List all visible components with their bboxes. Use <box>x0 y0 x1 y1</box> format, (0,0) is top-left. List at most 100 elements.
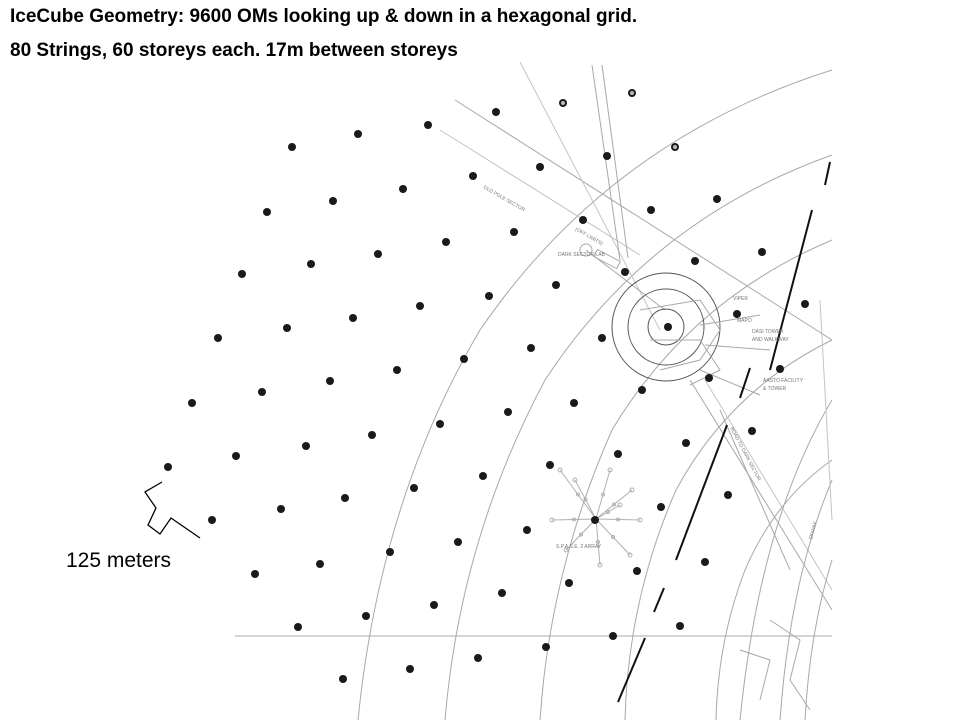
spase-node <box>616 517 620 522</box>
om-string-dot <box>474 654 482 662</box>
om-string-dot <box>647 206 655 214</box>
om-string-dot <box>386 548 394 556</box>
spase-node <box>627 552 633 558</box>
map-arc-2 <box>444 154 833 720</box>
spase-node <box>572 517 576 522</box>
spase-node <box>637 517 643 523</box>
om-string-dot <box>316 560 324 568</box>
om-string-dot <box>208 516 216 524</box>
spase-node <box>563 547 569 553</box>
om-string-dot <box>733 310 741 318</box>
label-viper: VIPER <box>733 296 748 302</box>
station-circle-mid <box>627 288 705 366</box>
om-string-dot <box>410 484 418 492</box>
om-string-dot <box>705 374 713 382</box>
label-spase-array: S.P.A.S.E. 2 ARRAY <box>556 544 602 550</box>
map-lower-right-2 <box>739 649 771 701</box>
om-string-dot <box>492 108 500 116</box>
label-mapo: MAPO <box>737 318 752 324</box>
om-string-dot <box>682 439 690 447</box>
om-string-dot <box>436 420 444 428</box>
spase-node <box>597 562 603 568</box>
om-string-dot <box>552 281 560 289</box>
om-string-dot <box>277 505 285 513</box>
om-string-dot <box>701 558 709 566</box>
om-string-dot <box>232 452 240 460</box>
om-string-dot <box>326 377 334 385</box>
map-arc-4 <box>624 339 833 720</box>
spase-node <box>579 532 583 537</box>
bold-line-1 <box>824 161 831 186</box>
om-string-dot <box>565 579 573 587</box>
om-string-dot <box>609 632 617 640</box>
om-string-dot <box>485 292 493 300</box>
map-road-1 <box>591 64 621 261</box>
spase-node <box>617 502 623 508</box>
om-string-dot <box>498 589 506 597</box>
om-string-dot <box>454 538 462 546</box>
label-road-to-dark-sector: ROAD TO DARK SECTOR <box>728 426 762 482</box>
spase-node <box>612 502 616 507</box>
scale-brace <box>144 481 201 539</box>
om-string-dot <box>251 570 259 578</box>
spase-spoke <box>595 518 631 556</box>
map-sector-line-2 <box>439 129 641 256</box>
map-road-2 <box>601 64 629 259</box>
label-aasto: AASTO FACILITY <box>763 378 804 384</box>
om-string-dot <box>536 163 544 171</box>
om-string-dot <box>294 623 302 631</box>
map-road-4 <box>704 379 833 591</box>
map-text-labels: OLD POLE SECTOR (OFF LIMITS) DARK SECTOR… <box>482 185 819 550</box>
map-skiway-2 <box>779 479 833 720</box>
bold-line-4 <box>675 424 728 561</box>
south-pole-site-map <box>235 61 833 720</box>
spase-node <box>629 487 635 493</box>
om-string-dot <box>362 612 370 620</box>
map-building-1 <box>639 299 721 371</box>
om-string-dot <box>748 427 756 435</box>
map-walkway-2 <box>704 344 771 351</box>
om-string-dot <box>368 431 376 439</box>
spase-spoke <box>565 518 597 551</box>
bold-line-3 <box>739 367 751 399</box>
om-string-dot <box>238 270 246 278</box>
om-string-dot <box>416 302 424 310</box>
om-string-dot-ring <box>630 91 634 95</box>
map-arc-5 <box>715 459 833 720</box>
map-lab-road <box>585 249 666 311</box>
om-string-dot <box>263 208 271 216</box>
om-string-dot <box>164 463 172 471</box>
dark-sector-lab-marker <box>579 243 593 257</box>
om-string-dot <box>570 399 578 407</box>
om-string-dot <box>598 334 606 342</box>
station-circle-inner <box>647 308 685 346</box>
om-string-dot <box>638 386 646 394</box>
om-string-dot <box>258 388 266 396</box>
map-arc-1 <box>357 69 833 720</box>
om-string-dot <box>542 643 550 651</box>
om-string-dot <box>591 516 599 524</box>
om-string-dot <box>406 665 414 673</box>
label-old-pole-sector: OLD POLE SECTOR <box>482 185 526 214</box>
map-road-3 <box>689 379 833 611</box>
om-string-dot <box>460 355 468 363</box>
om-string-dot-ring <box>673 145 677 149</box>
om-string-dot <box>664 323 672 331</box>
map-skiway-4 <box>819 299 833 521</box>
label-walkway: AND WALKWAY <box>752 337 789 343</box>
label-dark-sector-lab: DARK SECTOR LAB <box>558 252 606 258</box>
om-string-dot <box>329 197 337 205</box>
spase-node <box>576 492 580 497</box>
map-skiway-1 <box>739 399 833 720</box>
om-string-dot <box>758 248 766 256</box>
spase-spoke <box>595 469 611 520</box>
bold-diagonal-lines <box>617 161 831 703</box>
title-line-1: IceCube Geometry: 9600 OMs looking up & … <box>10 6 638 27</box>
om-string-dot <box>603 152 611 160</box>
map-sector-line-3 <box>519 61 661 331</box>
spase-spoke <box>559 469 597 520</box>
bold-line-5 <box>653 587 665 613</box>
map-walkway-1 <box>699 314 761 326</box>
om-string-dot <box>188 399 196 407</box>
